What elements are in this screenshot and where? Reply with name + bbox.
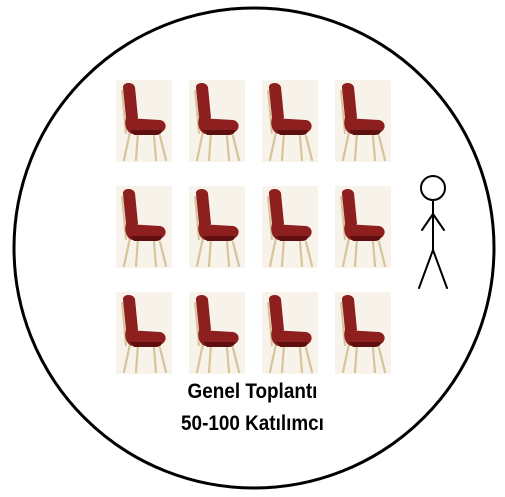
participant-range: 50-100 Katılımcı [181, 412, 324, 435]
chair-icon [187, 184, 247, 270]
chair-icon [333, 290, 393, 376]
chair-icon [114, 290, 174, 376]
chair-icon [333, 184, 393, 270]
stick-figure-icon [418, 175, 448, 289]
chair-icon [260, 290, 320, 376]
chair-icon [260, 184, 320, 270]
meeting-title: Genel Toplantı [187, 380, 318, 403]
venue-outline [12, 6, 496, 490]
chair-grid [114, 78, 393, 376]
chair-icon [187, 78, 247, 164]
chair-icon [333, 78, 393, 164]
chair-icon [260, 78, 320, 164]
chair-icon [187, 290, 247, 376]
chair-icon [114, 184, 174, 270]
chair-icon [114, 78, 174, 164]
